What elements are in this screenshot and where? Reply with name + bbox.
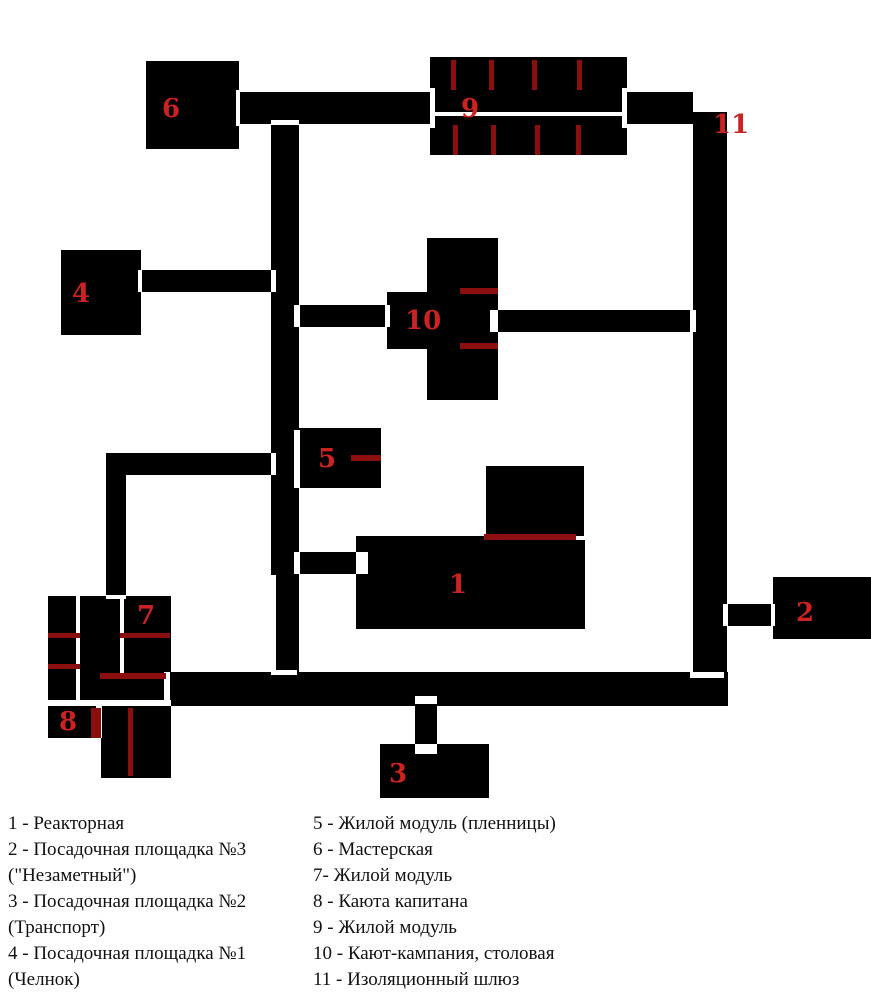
legend-entry: ("Незаметный") [8,865,137,886]
room-4 [61,250,141,335]
room-labels: 6 9 11 4 10 5 1 2 7 8 3 [59,94,814,789]
room-label-3: 3 [389,759,407,789]
legend-right-column: 5 - Жилой модуль (пленницы) 6 - Мастерск… [313,811,556,993]
corridors [106,92,775,747]
door-mark-10-top [460,288,498,294]
corridor-left-horizontal [106,453,272,475]
door-mark-7-c [120,633,170,638]
legend-entry: 11 - Изоляционный шлюз [313,969,520,990]
door-mark-7-d [100,673,166,679]
room-10-top [427,238,498,400]
corridor-right-vertical [693,108,727,704]
room-6 [146,61,239,149]
legend-entry: 1 - Реакторная [8,813,125,834]
room-label-11: 11 [713,110,749,140]
legend-entry: (Челнок) [8,969,80,990]
room-10-left [387,292,431,349]
door-mark-7-a [48,633,80,638]
corridor-top-left [236,92,432,124]
room-label-2: 2 [796,598,814,628]
door-mark-1 [484,534,576,540]
corridor-to-10-left [298,305,390,327]
door-mark-7-b [48,664,80,669]
legend-entry: 10 - Кают-кампания, столовая [313,943,555,964]
legend-entry: 4 - Посадочная площадка №1 [8,943,247,964]
legend-left-column: 1 - Реакторная 2 - Посадочная площадка №… [8,811,246,993]
legend-entry: 5 - Жилой модуль (пленницы) [313,813,556,834]
room-label-5: 5 [318,444,336,474]
corridor-to-2 [727,604,775,626]
legend-entry: (Транспорт) [8,917,106,938]
door-mark-9-1 [451,60,456,90]
legend-entry: 2 - Посадочная площадка №3 [8,839,247,860]
corridor-to-1 [298,552,358,574]
door-mark-9-6 [491,125,496,155]
station-map: 6 9 11 4 10 5 1 2 7 8 3 [48,57,871,798]
room-8-extension [101,706,171,778]
room-label-7: 7 [137,601,155,631]
corridor-to-4 [140,270,272,292]
corridor-left-vertical [106,453,126,598]
corridor-bottom [164,672,728,706]
corridor-top-right [624,92,694,124]
room-label-1: 1 [449,570,467,600]
room-label-4: 4 [72,279,90,309]
door-mark-9-3 [532,60,537,90]
door-mark-9-8 [576,125,581,155]
corridor-to-10-right [496,310,694,332]
legend-entry: 6 - Мастерская [313,839,433,860]
legend-entry: 9 - Жилой модуль [313,917,457,938]
door-mark-8-b [128,708,133,776]
legend-entry: 8 - Каюта капитана [313,891,468,912]
room-1-top [486,466,584,538]
room-label-9: 9 [461,94,479,124]
door-mark-5 [351,455,381,461]
legend-entry: 3 - Посадочная площадка №2 [8,891,247,912]
room-label-6: 6 [162,94,180,124]
red-door-markings [48,60,582,776]
corridor-to-3 [415,705,437,747]
door-mark-9-7 [535,125,540,155]
legend-entry: 7- Жилой модуль [313,865,453,886]
door-mark-8-a [91,708,101,738]
room-9 [430,57,627,155]
door-mark-9-4 [577,60,582,90]
door-mark-10-bottom [460,343,498,349]
door-mark-9-5 [453,125,458,155]
room-label-10: 10 [405,306,441,336]
room-2 [773,577,871,639]
door-mark-9-2 [489,60,494,90]
room-1 [356,536,585,629]
room-label-8: 8 [59,707,77,737]
